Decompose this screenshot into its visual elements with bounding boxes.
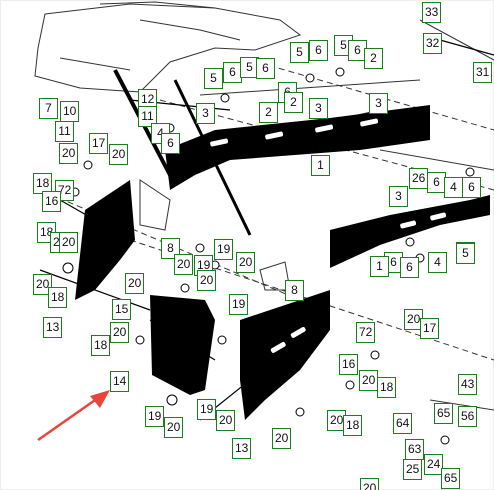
callout-label: 25 (403, 459, 423, 480)
callout-label: 1 (370, 256, 389, 277)
lower-left-guard-plate (150, 295, 215, 395)
red-arrow-icon (37, 390, 110, 442)
callout-label: 31 (473, 62, 493, 83)
callout-label: 20 (125, 273, 145, 294)
callout-label: 5 (456, 243, 475, 264)
callout-label: 64 (393, 413, 413, 434)
callout-label: 18 (343, 415, 363, 436)
callout-label: 17 (89, 133, 109, 154)
callout-label: 18 (48, 287, 68, 308)
guard-plates (75, 105, 490, 420)
callout-label: 8 (161, 238, 180, 259)
callout-label: 2 (259, 102, 278, 123)
callout-label: 20 (327, 410, 347, 431)
callout-label: 65 (441, 468, 461, 489)
callout-label: 65 (434, 403, 454, 424)
callout-label: 15 (112, 299, 132, 320)
lower-right-guard-plate (240, 290, 330, 420)
callout-label: 6 (161, 133, 180, 154)
callout-label: 13 (43, 317, 63, 338)
callout-label: 33 (422, 2, 442, 23)
callout-label: 43 (458, 374, 478, 395)
callout-label: 20 (164, 417, 184, 438)
callout-label: 20 (404, 309, 424, 330)
callout-label: 10 (60, 101, 80, 122)
callout-label: 56 (458, 406, 478, 427)
upper-guard-plate (165, 105, 430, 190)
callout-label: 20 (216, 410, 236, 431)
callout-label: 19 (197, 399, 217, 420)
callout-label: 20 (59, 232, 79, 253)
callout-label: 16 (42, 191, 62, 212)
callout-label: 12 (138, 89, 158, 110)
callout-label: 72 (356, 322, 376, 343)
callout-label: 63 (405, 439, 425, 460)
callout-label: 20 (33, 274, 53, 295)
callout-label: 17 (420, 318, 440, 339)
callout-label: 3 (389, 186, 408, 207)
plate-slots (210, 118, 447, 353)
callout-label: 20 (236, 252, 256, 273)
callout-label: 5 (204, 68, 223, 89)
callout-label: 7 (39, 98, 58, 119)
callout-label: 1 (311, 155, 330, 176)
callout-label: 14 (110, 371, 130, 392)
callout-label: 3 (196, 103, 215, 124)
callout-label: 32 (423, 33, 443, 54)
callout-label: 20 (110, 322, 130, 343)
left-guard-plate (75, 180, 135, 300)
callout-label: 3 (369, 93, 388, 114)
callout-label: 19 (214, 239, 234, 260)
callout-label: 16 (339, 354, 359, 375)
callout-label: 20 (359, 370, 379, 391)
callout-label: 8 (285, 280, 304, 301)
callout-label: 4 (428, 252, 447, 273)
callout-label: 3 (309, 98, 328, 119)
right-guard-plate (330, 195, 490, 268)
callout-label: 19 (229, 294, 249, 315)
callout-label: 6 (348, 40, 367, 61)
callout-label: 4 (444, 177, 463, 198)
callout-label: 20 (174, 254, 194, 275)
callout-label: 20 (272, 428, 292, 449)
callout-label: 2 (364, 48, 383, 69)
callout-label: 20 (59, 143, 79, 164)
callout-label: 20 (109, 144, 129, 165)
callout-label: 11 (138, 106, 157, 127)
callout-label: 18 (377, 377, 397, 398)
callout-label: 6 (462, 177, 481, 198)
callout-label: 13 (232, 438, 252, 459)
callout-label: 26 (409, 168, 429, 189)
callout-label: 11 (55, 121, 74, 142)
callout-label: 19 (145, 406, 165, 427)
callout-label: 6 (256, 58, 275, 79)
callout-label: 6 (309, 40, 328, 61)
callout-label: 5 (290, 42, 309, 63)
callout-label: 2 (284, 92, 303, 113)
callout-label: 18 (91, 335, 111, 356)
callout-label: 24 (424, 454, 444, 475)
callout-label: 20 (360, 478, 380, 490)
callout-label: 20 (197, 270, 217, 291)
callout-label: 18 (33, 173, 53, 194)
callout-label: 6 (400, 257, 419, 278)
